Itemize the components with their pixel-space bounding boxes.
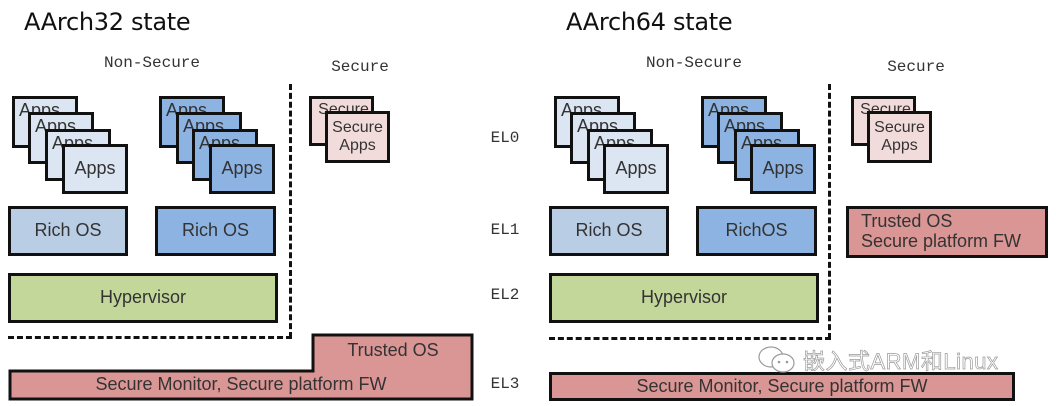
aarch32-secure-divider-horizontal: [8, 336, 292, 339]
aarch64-rich-os-1: Rich OS: [549, 206, 669, 256]
aarch32-secure-monitor: Secure Monitor, Secure platform FW: [95, 374, 387, 394]
aarch64-rich-os-2: RichOS: [696, 206, 817, 256]
aarch64-secure-divider-horizontal: [549, 337, 831, 340]
aarch64-secure-label: Secure: [887, 58, 945, 76]
app-card-front: Apps: [603, 144, 669, 194]
aarch64-non-secure-label: Non-Secure: [645, 54, 742, 72]
app-card-front: Apps: [209, 144, 275, 194]
el0-label: EL0: [490, 129, 520, 147]
el3-label: EL3: [490, 375, 520, 393]
aarch64-trusted-os: Trusted OS: [861, 211, 953, 232]
aarch32-non-secure-label: Non-Secure: [103, 54, 200, 72]
aarch32-secure-divider-vertical: [289, 84, 292, 338]
secure-app-card-front: Secure Apps: [867, 111, 932, 163]
aarch32-secure-label: Secure: [331, 58, 389, 76]
aarch32-trusted-shape: [8, 333, 474, 401]
secure-app-card-front: Secure Apps: [325, 111, 390, 163]
aarch32-title: AArch32 state: [24, 8, 191, 36]
aarch64-secure-platform-fw: Secure platform FW: [861, 231, 1022, 251]
el2-label: EL2: [490, 286, 520, 304]
watermark: 嵌入式ARM和Linux: [757, 344, 998, 376]
aarch32-hypervisor: Hypervisor: [8, 273, 278, 323]
aarch64-trusted-os-block: Trusted OS Secure platform FW: [846, 206, 1048, 258]
wechat-icon: [758, 346, 795, 373]
el1-label: EL1: [490, 221, 520, 239]
aarch64-secure-divider-vertical: [828, 84, 831, 339]
app-card-front: Apps: [62, 144, 128, 194]
aarch64-hypervisor: Hypervisor: [549, 273, 819, 323]
aarch32-rich-os-1: Rich OS: [8, 206, 128, 256]
aarch32-rich-os-2: Rich OS: [155, 206, 276, 256]
aarch64-title: AArch64 state: [566, 8, 733, 36]
aarch32-trusted-os: Trusted OS: [347, 340, 439, 360]
watermark-text: 嵌入式ARM和Linux: [803, 349, 999, 375]
aarch64-secure-monitor: Secure Monitor, Secure platform FW: [549, 372, 1015, 401]
app-card-front: Apps: [750, 144, 816, 194]
